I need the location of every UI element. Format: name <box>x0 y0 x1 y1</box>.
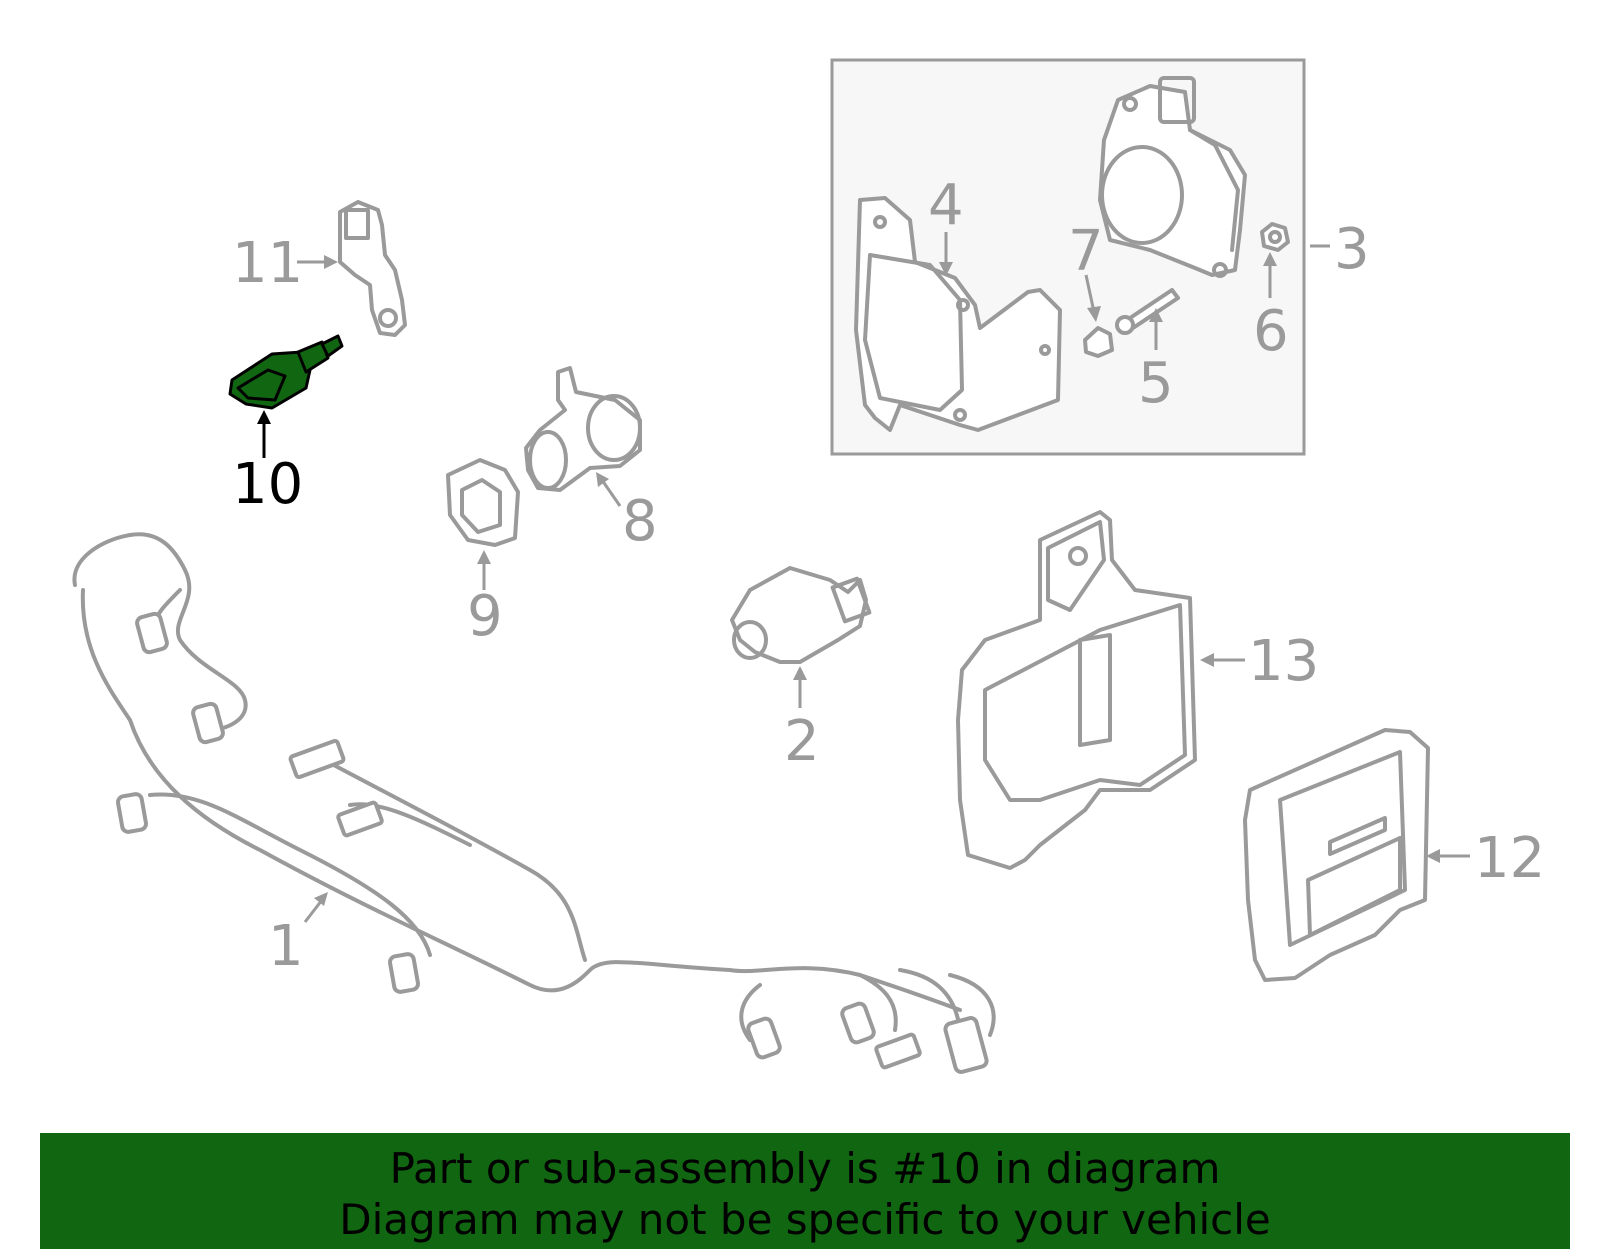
callout-3: 3 <box>1334 217 1370 282</box>
leader-lines <box>257 232 1470 923</box>
part-5-bolt[interactable] <box>1115 288 1180 335</box>
banner-line-disclaimer: Diagram may not be specific to your vehi… <box>339 1195 1271 1244</box>
callout-11: 11 <box>232 231 303 296</box>
callout-5: 5 <box>1138 351 1174 416</box>
callout-1: 1 <box>268 914 304 979</box>
callout-13: 13 <box>1248 629 1319 694</box>
callout-6: 6 <box>1253 299 1289 364</box>
callout-8: 8 <box>622 489 658 554</box>
callout-2: 2 <box>784 709 820 774</box>
part-9-mounting-ring[interactable] <box>446 458 520 547</box>
part-2-parking-sensor[interactable] <box>730 566 872 664</box>
part-1-wiring-harness[interactable] <box>72 532 996 1074</box>
callout-labels: 1 2 3 4 5 6 7 8 9 10 11 12 13 <box>232 173 1545 979</box>
part-12-control-unit[interactable] <box>1243 728 1430 982</box>
part-7-clip[interactable] <box>1083 326 1114 358</box>
callout-4: 4 <box>928 173 964 238</box>
part-10-sensor-highlighted[interactable] <box>228 334 344 410</box>
part-8-sensor-housing[interactable] <box>524 366 642 492</box>
callout-12: 12 <box>1474 826 1545 891</box>
part-4-bracket[interactable] <box>854 196 1062 432</box>
banner-line-part: Part or sub-assembly is #10 in diagram <box>389 1144 1221 1193</box>
part-3-radar-module[interactable] <box>1098 76 1247 278</box>
part-6-nut[interactable] <box>1260 222 1290 252</box>
callout-10: 10 <box>232 452 303 517</box>
info-banner: Part or sub-assembly is #10 in diagram D… <box>40 1133 1570 1249</box>
callout-9: 9 <box>467 584 503 649</box>
callout-7: 7 <box>1068 219 1104 284</box>
part-11-sensor-bracket[interactable] <box>338 200 407 337</box>
part-13-module-holder[interactable] <box>956 510 1197 870</box>
